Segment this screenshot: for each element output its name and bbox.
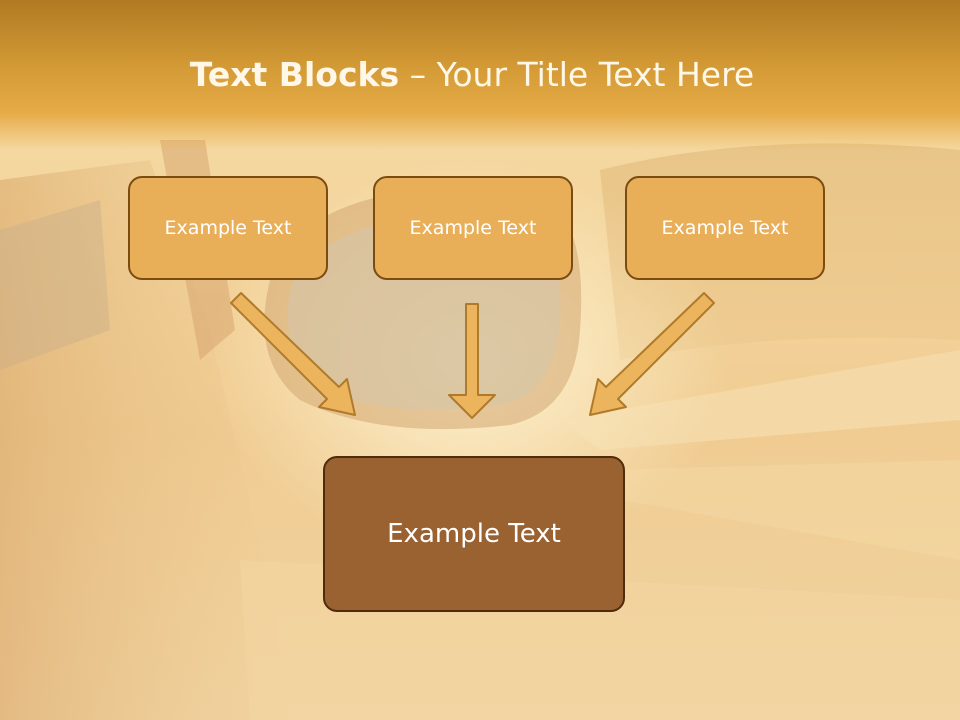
text-block-center-label: Example Text (409, 217, 537, 239)
text-block-center[interactable]: Example Text (373, 176, 573, 280)
title-bold-text: Text Blocks (189, 55, 400, 94)
title-bar (0, 0, 960, 150)
text-block-right-label: Example Text (661, 217, 789, 239)
title-rest-text: Your Title Text Here (436, 55, 755, 94)
text-block-bottom-label: Example Text (387, 519, 561, 549)
text-block-left[interactable]: Example Text (128, 176, 328, 280)
title-separator: – (399, 55, 437, 94)
slide-title: Text Blocks – Your Title Text Here (0, 52, 944, 98)
arrow-center (448, 303, 496, 419)
arrow-left (230, 292, 356, 416)
text-block-left-label: Example Text (164, 217, 292, 239)
text-block-bottom[interactable]: Example Text (323, 456, 625, 612)
arrow-right (589, 292, 715, 416)
text-block-right[interactable]: Example Text (625, 176, 825, 280)
